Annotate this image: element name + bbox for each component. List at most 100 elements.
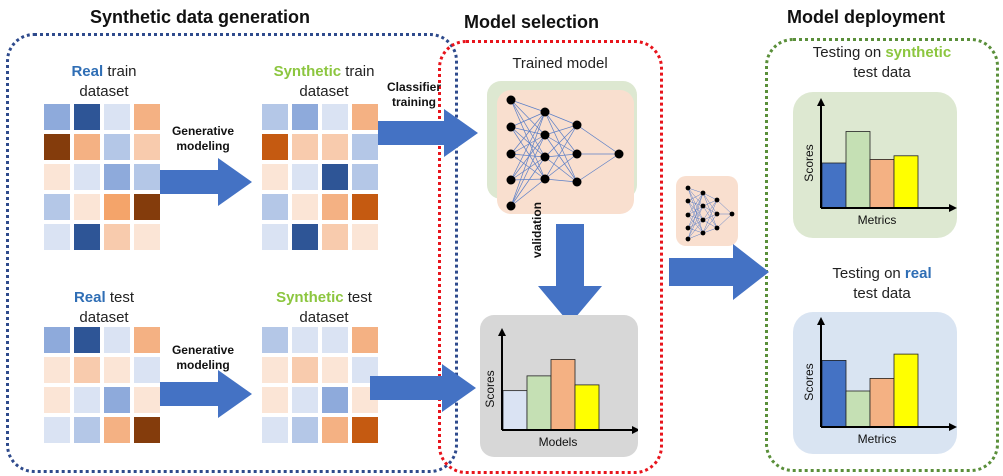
chart-bar <box>893 155 919 209</box>
grid-cell <box>261 223 289 251</box>
chart-bar <box>502 390 528 431</box>
grid-cell <box>103 133 131 161</box>
network-edge <box>510 126 546 158</box>
chart-bar <box>821 360 847 428</box>
network-node <box>714 211 720 217</box>
network-edge <box>510 134 546 155</box>
network-edge <box>702 219 718 229</box>
real-test-label: Real test dataset <box>73 289 135 326</box>
grid-cell <box>103 356 131 384</box>
test-to-validation-arrow <box>370 364 476 412</box>
synthetic-train-label: Synthetic train dataset <box>273 63 375 100</box>
grid-cell <box>291 103 319 131</box>
network-edge <box>687 192 704 240</box>
network-node <box>506 122 516 132</box>
grid-cell <box>73 386 101 414</box>
network-node <box>572 149 582 159</box>
network-edge <box>510 99 546 180</box>
x-axis-arrowhead <box>949 204 957 212</box>
network-edge <box>544 153 578 180</box>
grid-cell <box>73 133 101 161</box>
network-edge <box>510 111 546 128</box>
x-axis-label: Models <box>539 435 578 449</box>
network-node <box>614 149 624 159</box>
grid-cell <box>133 416 161 444</box>
network-edge <box>510 153 546 158</box>
grid-cell <box>43 193 71 221</box>
network-edge <box>687 205 704 240</box>
y-axis-label: Scores <box>802 144 816 181</box>
network-edge <box>510 111 546 181</box>
grid-cell <box>261 386 289 414</box>
grid-cell <box>291 133 319 161</box>
grid-cell <box>43 416 71 444</box>
network-edge <box>510 134 546 207</box>
deployment-arrow <box>669 244 769 300</box>
grid-cell <box>43 356 71 384</box>
network-edge <box>510 156 546 207</box>
grid-cell <box>73 103 101 131</box>
network-node <box>685 212 691 218</box>
synthetic-test-dataset-grid <box>261 326 379 444</box>
y-axis-arrowhead <box>817 98 825 106</box>
grid-cell <box>73 416 101 444</box>
grid-cell <box>291 193 319 221</box>
grid-cell <box>321 416 349 444</box>
network-edge <box>702 213 718 234</box>
grid-cell <box>73 223 101 251</box>
network-edge <box>687 205 704 229</box>
grid-cell <box>261 103 289 131</box>
network-node <box>540 174 550 184</box>
grid-cell <box>73 326 101 354</box>
network-edge <box>510 156 546 181</box>
network-edge <box>687 200 704 207</box>
grid-cell <box>43 103 71 131</box>
network-node <box>714 225 720 231</box>
network-node <box>572 177 582 187</box>
network-edge <box>687 192 704 229</box>
network-edge <box>544 124 578 158</box>
network-edge <box>544 134 578 155</box>
synthetic-train-dataset-grid <box>261 103 379 251</box>
network-edge <box>702 192 718 215</box>
network-edge <box>510 111 546 207</box>
network-node <box>700 203 706 209</box>
network-edge <box>544 111 578 155</box>
small-neural-network-icon <box>685 185 735 242</box>
grid-cell <box>133 133 161 161</box>
network-edge <box>702 192 718 229</box>
deployment-title: Model deployment <box>787 7 946 27</box>
grid-cell <box>321 163 349 191</box>
grid-cell <box>351 103 379 131</box>
grid-cell <box>133 356 161 384</box>
network-node <box>685 225 691 231</box>
network-edge <box>687 219 704 240</box>
grid-cell <box>321 193 349 221</box>
grid-cell <box>291 416 319 444</box>
network-edge <box>687 227 704 234</box>
grid-cell <box>261 356 289 384</box>
network-node <box>685 185 691 191</box>
grid-cell <box>43 386 71 414</box>
grid-cell <box>291 326 319 354</box>
grid-cell <box>103 223 131 251</box>
grid-cell <box>43 223 71 251</box>
network-edge <box>576 124 620 155</box>
grid-cell <box>321 326 349 354</box>
network-edge <box>702 199 718 234</box>
network-edge <box>544 111 578 126</box>
grid-cell <box>133 386 161 414</box>
network-node <box>506 201 516 211</box>
validation-arrow <box>538 224 602 324</box>
validation-label: validation <box>530 201 544 258</box>
real-train-label: Real train dataset <box>71 63 137 100</box>
y-axis-label: Scores <box>802 363 816 400</box>
grid-cell <box>351 163 379 191</box>
grid-cell <box>351 133 379 161</box>
grid-cell <box>103 326 131 354</box>
synthetic-test-label: Synthetic test dataset <box>276 289 372 326</box>
grid-cell <box>291 386 319 414</box>
network-edge <box>510 126 546 180</box>
x-axis-label: Metrics <box>858 213 897 227</box>
